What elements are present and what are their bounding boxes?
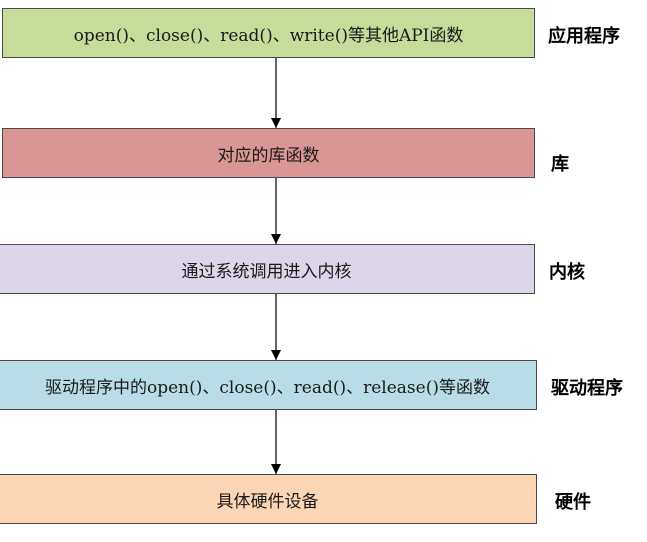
box-hardware-text: 具体硬件设备	[216, 491, 319, 512]
label-application: 应用程序	[548, 26, 620, 47]
box-hardware: 具体硬件设备	[0, 474, 537, 524]
box-driver: 驱动程序中的open()、close()、read()、release()等函数	[0, 360, 537, 410]
label-driver: 驱动程序	[551, 378, 623, 399]
label-kernel: 内核	[549, 262, 585, 283]
box-application: open()、close()、read()、write()等其他API函数	[2, 8, 535, 58]
box-kernel: 通过系统调用进入内核	[0, 244, 535, 294]
box-driver-text: 驱动程序中的open()、close()、read()、release()等函数	[45, 377, 490, 398]
box-library: 对应的库函数	[2, 128, 535, 178]
box-kernel-text: 通过系统调用进入内核	[181, 261, 352, 282]
label-library: 库	[551, 154, 569, 175]
label-hardware: 硬件	[555, 492, 591, 513]
box-library-text: 对应的库函数	[217, 145, 320, 166]
box-application-text: open()、close()、read()、write()等其他API函数	[73, 25, 464, 46]
